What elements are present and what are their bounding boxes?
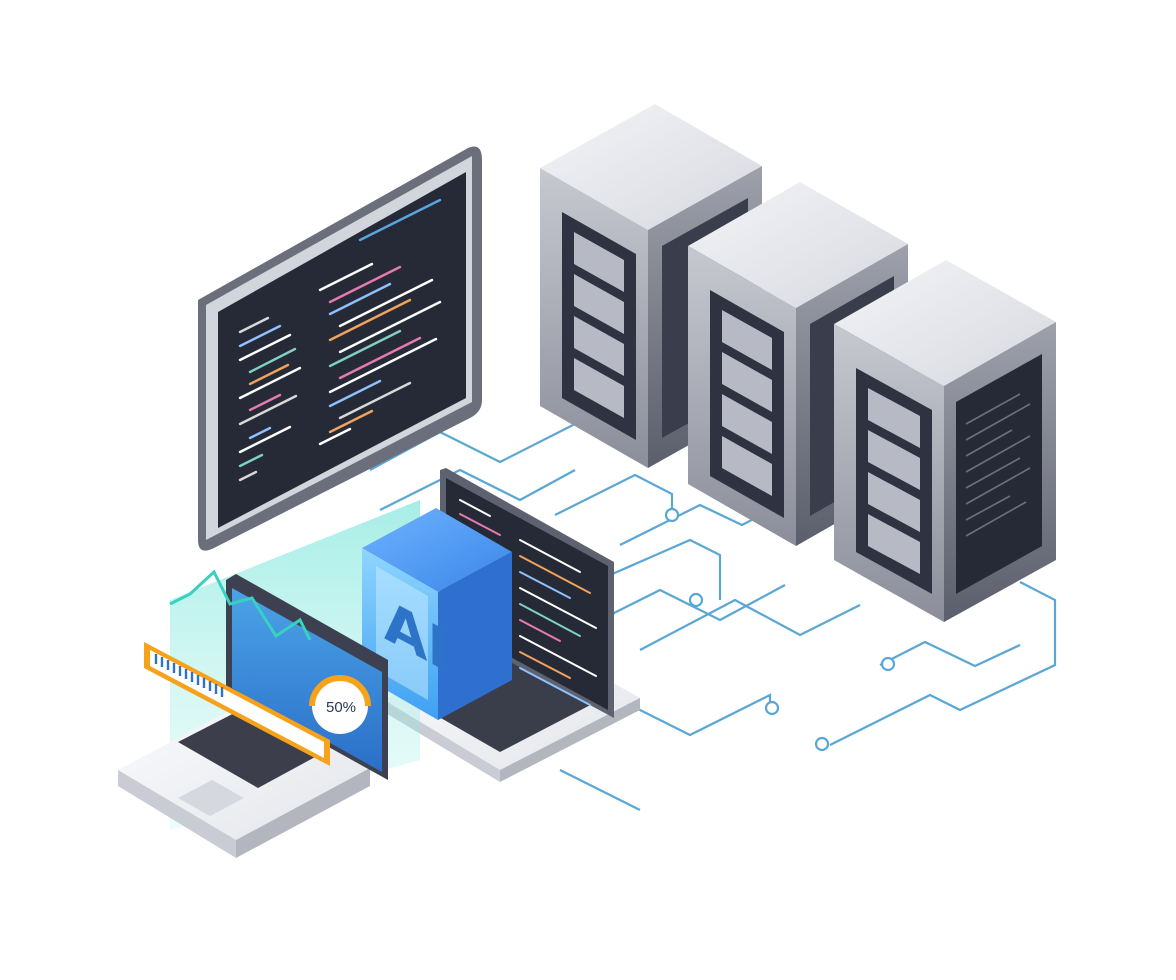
server-side-code bbox=[965, 393, 1031, 537]
ai-chip-icon: AI bbox=[362, 508, 512, 720]
laptop-left: 50% bbox=[118, 569, 388, 858]
circuit-lines bbox=[369, 423, 1057, 811]
code-monitor bbox=[198, 146, 482, 551]
trackpad bbox=[178, 780, 244, 816]
drive-bays bbox=[868, 388, 920, 574]
keyboard bbox=[178, 706, 328, 788]
drive-bays bbox=[574, 232, 624, 418]
progress-bar-icon bbox=[144, 642, 330, 766]
progress-ticks bbox=[154, 654, 224, 697]
server-rack-3 bbox=[834, 260, 1056, 622]
gauge-label: 50% bbox=[326, 699, 356, 716]
code-lines bbox=[238, 198, 442, 482]
laptop-code-lines bbox=[459, 499, 597, 706]
circuit-nodes bbox=[664, 507, 896, 752]
line-chart-icon bbox=[169, 569, 312, 641]
drive-bays bbox=[722, 310, 772, 496]
gauge-icon: 50% bbox=[309, 675, 371, 737]
